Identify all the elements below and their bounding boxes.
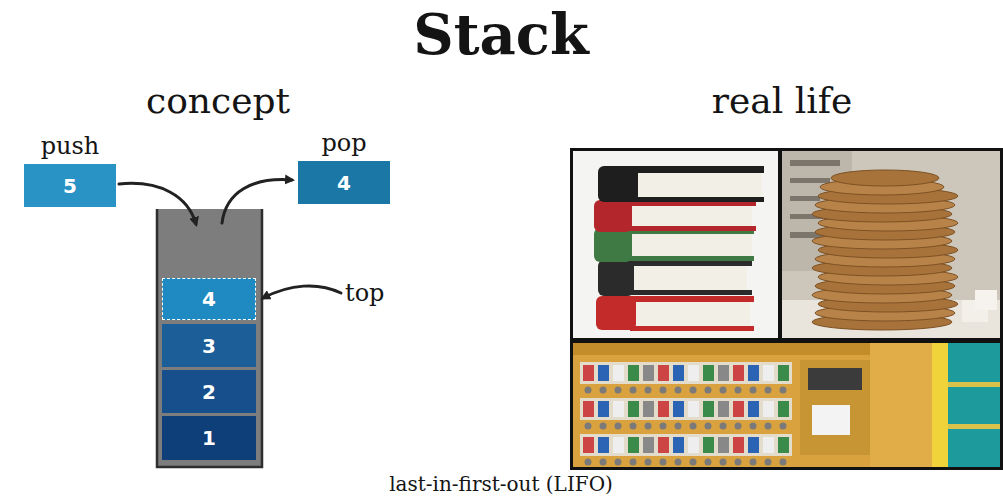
books-photo: [573, 151, 778, 338]
stack-tube: [157, 209, 262, 467]
stack-item: 1: [162, 416, 256, 460]
box-value: 3: [202, 335, 216, 357]
stack-item: 2: [162, 370, 256, 413]
box-value: 2: [202, 381, 216, 403]
box-value: 1: [202, 427, 216, 449]
vending-machine-photo: [573, 343, 1000, 467]
push-arrow: [119, 183, 196, 224]
stack-item: 3: [162, 324, 256, 367]
pointer-label: top: [345, 280, 384, 308]
box-value: 4: [337, 172, 351, 194]
box-value: 4: [202, 288, 216, 310]
title: Stack: [413, 2, 589, 66]
caption: last-in-first-out (LIFO): [389, 473, 613, 496]
box-heading: pop: [278, 130, 410, 158]
pop-box: pop4: [298, 161, 390, 204]
pop-arrow: [222, 180, 292, 223]
box-value: 5: [63, 175, 77, 197]
stack-item: 4: [162, 278, 256, 320]
section-heading: concept: [146, 80, 290, 121]
section-heading: real life: [712, 80, 853, 121]
push-box: push5: [24, 164, 116, 207]
box-heading: push: [4, 133, 136, 161]
top-leader: [263, 286, 341, 298]
photo-frame: [570, 148, 1003, 470]
pancakes-photo: [782, 151, 1000, 338]
